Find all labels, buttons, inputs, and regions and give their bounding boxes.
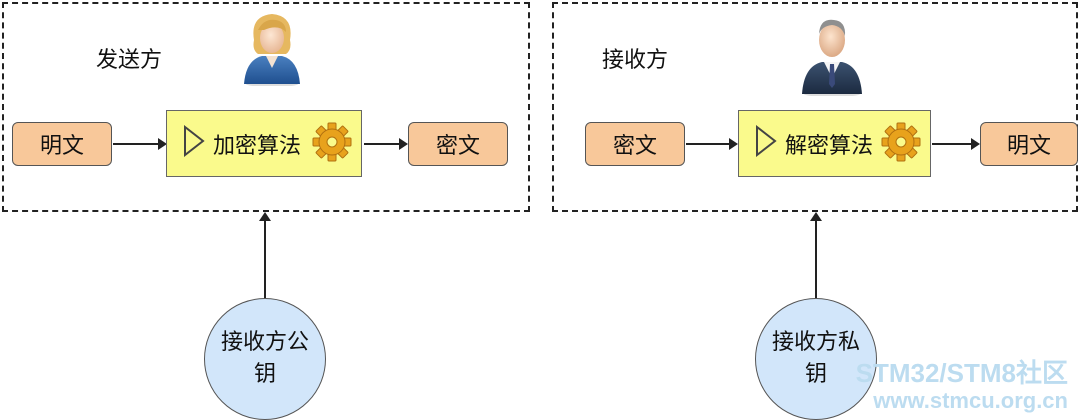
male-user-icon bbox=[800, 12, 864, 100]
public-key-label-line1: 接收方公 bbox=[220, 330, 309, 355]
sender-arrow-to-algorithm bbox=[113, 138, 167, 150]
sender-arrow-to-ciphertext bbox=[364, 138, 408, 150]
private-key-arrow bbox=[810, 212, 822, 298]
public-key-arrow bbox=[259, 212, 271, 298]
private-key-label-line2: 钥 bbox=[804, 362, 827, 387]
sender-panel bbox=[2, 2, 530, 212]
receiver-arrow-to-algorithm bbox=[686, 138, 738, 150]
decryption-algorithm-label: 解密算法 bbox=[785, 133, 874, 159]
gear-icon bbox=[311, 121, 353, 167]
decryption-algorithm-box: 解密算法 bbox=[738, 110, 931, 177]
gear-icon bbox=[880, 121, 922, 167]
play-icon bbox=[183, 124, 205, 161]
receiver-role-label: 接收方 bbox=[602, 48, 669, 73]
play-icon bbox=[755, 124, 777, 161]
receiver-public-key-circle: 接收方公 钥 bbox=[204, 298, 326, 420]
sender-plaintext-box: 明文 bbox=[12, 122, 112, 166]
receiver-ciphertext-box: 密文 bbox=[585, 122, 685, 166]
private-key-label-line1: 接收方私 bbox=[771, 330, 860, 355]
watermark: STM32/STM8社区 www.stmcu.org.cn bbox=[856, 358, 1068, 414]
female-user-icon bbox=[240, 10, 304, 90]
receiver-plaintext-box: 明文 bbox=[980, 122, 1078, 166]
sender-role-label: 发送方 bbox=[96, 48, 163, 73]
watermark-line1: STM32/STM8社区 bbox=[855, 358, 1068, 388]
encryption-algorithm-box: 加密算法 bbox=[166, 110, 362, 177]
encryption-algorithm-label: 加密算法 bbox=[213, 133, 302, 159]
receiver-arrow-to-plaintext bbox=[932, 138, 980, 150]
watermark-line2: www.stmcu.org.cn bbox=[873, 388, 1068, 413]
sender-ciphertext-box: 密文 bbox=[408, 122, 508, 166]
public-key-label-line2: 钥 bbox=[253, 362, 276, 387]
receiver-panel bbox=[552, 2, 1078, 212]
receiver-private-key-circle: 接收方私 钥 bbox=[755, 298, 877, 420]
